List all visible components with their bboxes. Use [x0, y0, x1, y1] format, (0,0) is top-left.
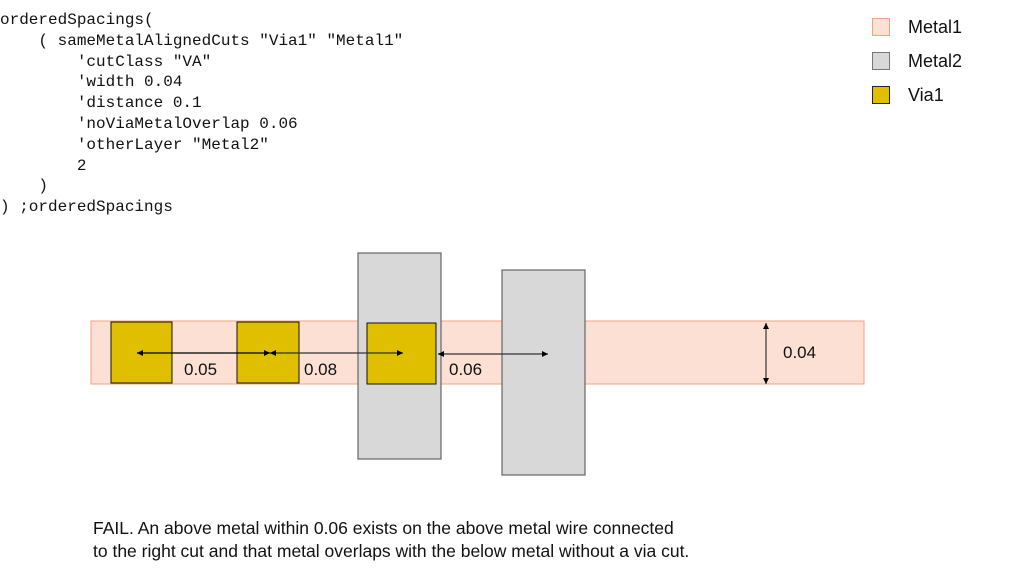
- metal1-swatch: [872, 18, 890, 36]
- legend-label: Via1: [908, 84, 944, 105]
- legend-label: Metal1: [908, 16, 963, 37]
- legend-label: Metal2: [908, 50, 963, 71]
- dimension-label: 0.08: [304, 360, 337, 379]
- code-line: ( sameMetalAlignedCuts "Via1" "Metal1": [0, 31, 404, 50]
- code-line: 'distance 0.1: [0, 94, 202, 113]
- via1-swatch: [872, 86, 890, 104]
- legend-item-via1: Via1: [872, 78, 962, 112]
- dimension-label: 0.06: [449, 360, 482, 379]
- rule-code-block: orderedSpacings( ( sameMetalAlignedCuts …: [0, 10, 403, 218]
- code-line: 'cutClass "VA": [0, 52, 212, 71]
- legend-item-metal1: Metal1: [872, 10, 962, 44]
- code-line: 'noViaMetalOverlap 0.06: [0, 114, 298, 133]
- legend-item-metal2: Metal2: [872, 44, 962, 78]
- code-line: ): [0, 177, 49, 196]
- code-line: orderedSpacings(: [0, 11, 154, 29]
- code-line: 2: [0, 156, 87, 175]
- metal2-wire-right: [501, 269, 586, 476]
- result-caption: FAIL. An above metal within 0.06 exists …: [93, 517, 689, 563]
- dimension-label: 0.04: [783, 343, 816, 362]
- caption-line: FAIL. An above metal within 0.06 exists …: [93, 518, 674, 538]
- code-line: 'otherLayer "Metal2": [0, 135, 269, 154]
- caption-line: to the right cut and that metal overlaps…: [93, 541, 690, 561]
- code-line: 'width 0.04: [0, 73, 183, 92]
- dimension-label: 0.05: [184, 360, 217, 379]
- code-line: ) ;orderedSpacings: [0, 198, 173, 217]
- legend: Metal1 Metal2 Via1: [872, 10, 962, 112]
- metal2-swatch: [872, 52, 890, 70]
